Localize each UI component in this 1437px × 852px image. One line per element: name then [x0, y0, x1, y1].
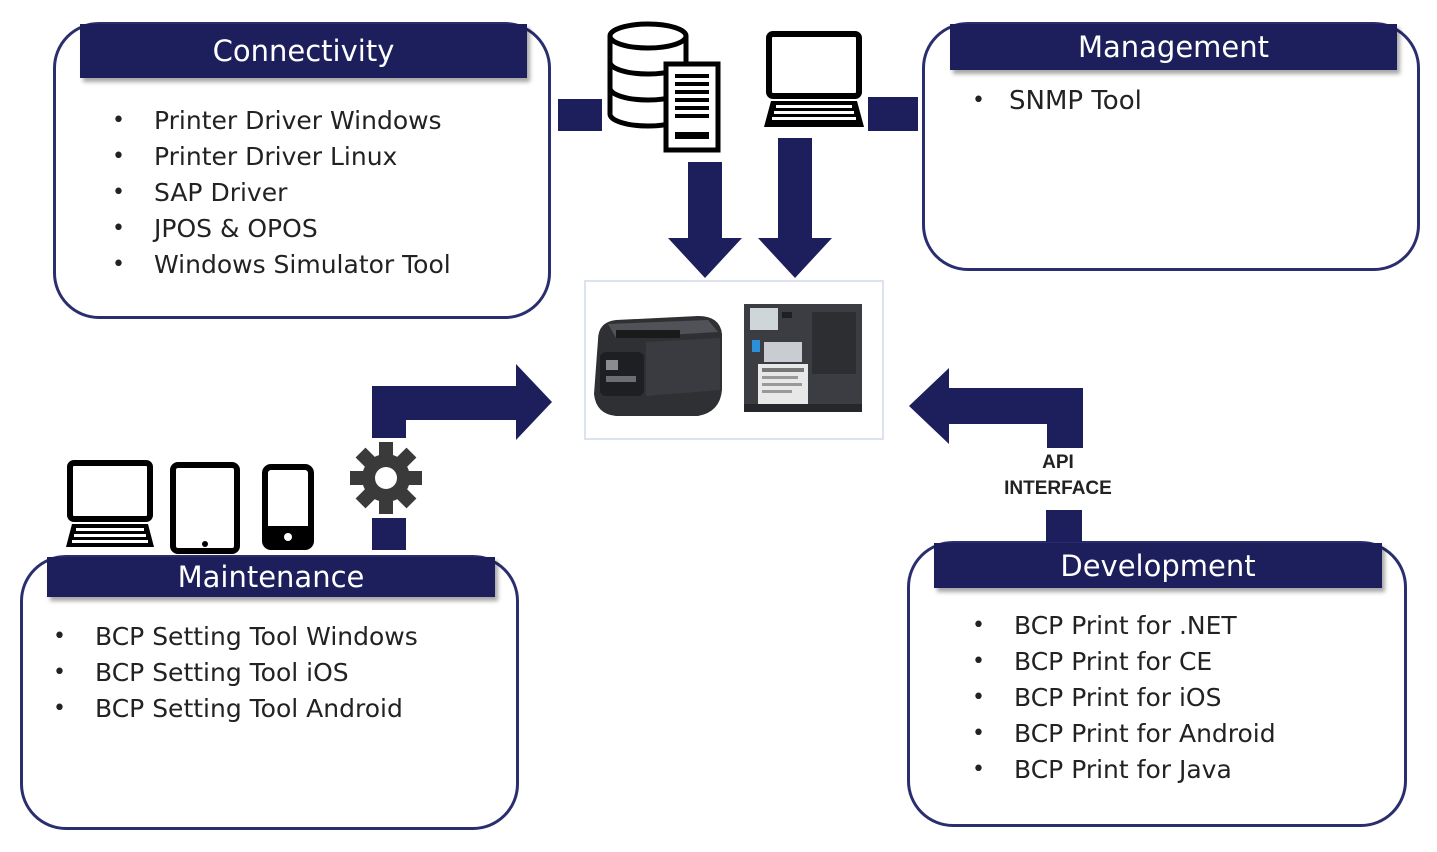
list-item: JPOS & OPOS: [112, 211, 451, 247]
api-interface-label: API INTERFACE: [998, 450, 1118, 508]
tablet-icon: [170, 462, 240, 554]
list-item: Printer Driver Windows: [112, 103, 451, 139]
server-icon: [607, 21, 721, 153]
list-item: BCP Print for iOS: [972, 680, 1276, 716]
list-item: BCP Print for Android: [972, 716, 1276, 752]
maintenance-connector: [372, 518, 406, 550]
smartphone-icon: [262, 464, 314, 550]
maintenance-arrow: [372, 364, 552, 440]
list-item: SNMP Tool: [972, 84, 1142, 118]
maintenance-list: BCP Setting Tool Windows BCP Setting Too…: [53, 619, 418, 727]
api-label-line2: INTERFACE: [1004, 478, 1112, 499]
list-item: BCP Setting Tool Android: [53, 691, 418, 727]
printer-icon: [594, 304, 862, 416]
list-item: BCP Print for CE: [972, 644, 1276, 680]
laptop-icon: [764, 31, 864, 127]
maintenance-header: Maintenance: [47, 557, 495, 597]
management-list: SNMP Tool: [972, 84, 1142, 118]
management-connector: [868, 97, 918, 131]
development-arrow: [909, 368, 1083, 448]
printer-image: [584, 280, 884, 440]
list-item: BCP Setting Tool Windows: [53, 619, 418, 655]
gear-icon: [350, 442, 422, 514]
down-arrow-right: [758, 138, 832, 278]
list-item: BCP Print for Java: [972, 752, 1276, 788]
list-item: SAP Driver: [112, 175, 451, 211]
development-header: Development: [934, 543, 1382, 588]
connectivity-header: Connectivity: [80, 24, 527, 78]
list-item: Windows Simulator Tool: [112, 247, 451, 283]
api-label-line1: API: [1042, 452, 1074, 473]
list-item: BCP Setting Tool iOS: [53, 655, 418, 691]
laptop-icon: [66, 460, 154, 547]
list-item: BCP Print for .NET: [972, 608, 1276, 644]
list-item: Printer Driver Linux: [112, 139, 451, 175]
connectivity-list: Printer Driver Windows Printer Driver Li…: [112, 103, 451, 283]
connectivity-connector: [558, 99, 602, 131]
down-arrow-left: [668, 162, 742, 278]
development-connector: [1046, 510, 1082, 542]
management-header: Management: [950, 24, 1397, 70]
development-list: BCP Print for .NET BCP Print for CE BCP …: [972, 608, 1276, 788]
